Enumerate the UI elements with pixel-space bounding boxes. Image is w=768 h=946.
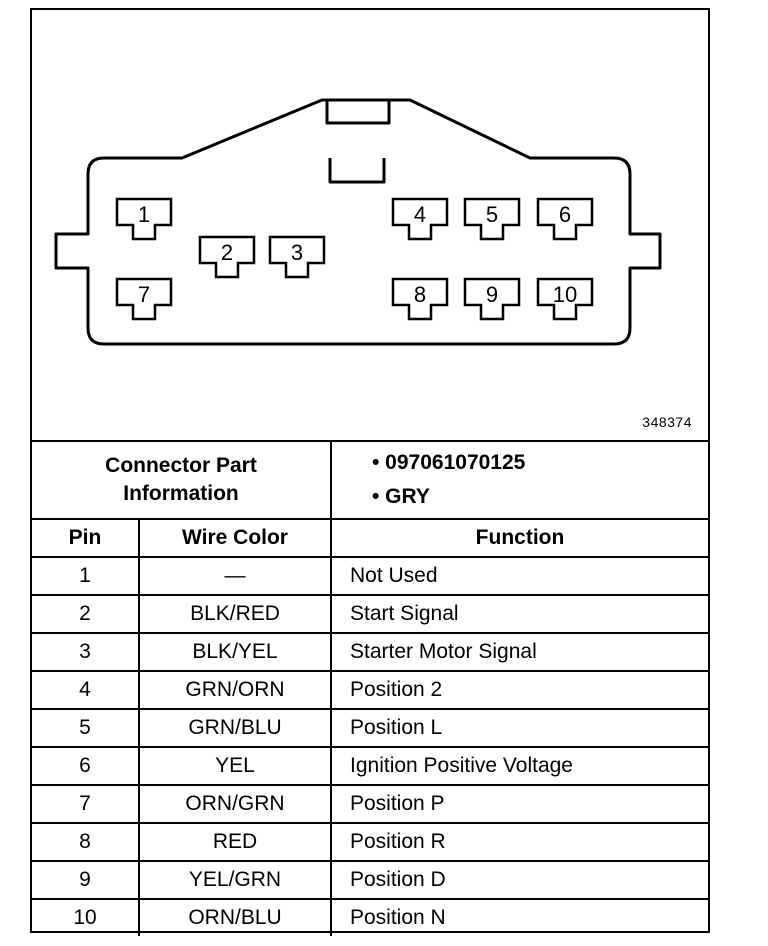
connector-color: • GRY xyxy=(372,485,430,508)
wire-color-cell: YEL xyxy=(138,746,332,786)
part-number: • 097061070125 xyxy=(372,451,526,474)
pin-cavity-4 xyxy=(391,197,449,241)
wire-color-cell: YEL/GRN xyxy=(138,860,332,900)
pin-cavity-6 xyxy=(536,197,594,241)
function-cell: Starter Motor Signal xyxy=(330,632,708,672)
figure-id: 348374 xyxy=(642,414,692,430)
pin-cell: 6 xyxy=(32,746,140,786)
function-cell: Position N xyxy=(330,898,708,936)
pin-cavity-2 xyxy=(198,235,256,279)
wire-color-cell: BLK/YEL xyxy=(138,632,332,672)
pin-cell: 8 xyxy=(32,822,140,862)
pin-cavity-1 xyxy=(115,197,173,241)
wire-color-cell: ORN/BLU xyxy=(138,898,332,936)
pin-cavity-3 xyxy=(268,235,326,279)
pin-cavity-8 xyxy=(391,277,449,321)
function-cell: Position L xyxy=(330,708,708,748)
pin-label-2: 2 xyxy=(221,240,233,265)
function-cell: Position 2 xyxy=(330,670,708,710)
pin-cavity-9 xyxy=(463,277,521,321)
function-cell: Start Signal xyxy=(330,594,708,634)
wire-color-cell: ORN/GRN xyxy=(138,784,332,824)
pin-cell: 10 xyxy=(32,898,140,936)
pin-label-5: 5 xyxy=(486,202,498,227)
pin-cell: 5 xyxy=(32,708,140,748)
pin-label-3: 3 xyxy=(291,240,303,265)
header-function: Function xyxy=(330,518,708,557)
pinout-table: Connector Part Information • 09706107012… xyxy=(32,440,708,936)
pin-label-7: 7 xyxy=(138,282,150,307)
function-cell: Position D xyxy=(330,860,708,900)
header-pin: Pin xyxy=(32,518,140,557)
function-cell: Position P xyxy=(330,784,708,824)
connector-recess xyxy=(328,158,386,184)
pin-cell: 1 xyxy=(32,556,140,596)
pin-label-4: 4 xyxy=(414,202,426,227)
pin-cavity-5 xyxy=(463,197,521,241)
header-wire-color: Wire Color xyxy=(138,518,332,557)
wire-color-cell: RED xyxy=(138,822,332,862)
pin-cell: 9 xyxy=(32,860,140,900)
connector-key xyxy=(325,100,391,125)
function-cell: Position R xyxy=(330,822,708,862)
wire-color-cell: GRN/BLU xyxy=(138,708,332,748)
table-row: 1—Not Used xyxy=(32,556,708,596)
pin-label-10: 10 xyxy=(553,282,577,307)
connector-info-label: Connector Part Information xyxy=(32,440,332,520)
function-cell: Ignition Positive Voltage xyxy=(330,746,708,786)
pin-label-1: 1 xyxy=(138,202,150,227)
function-cell: Not Used xyxy=(330,556,708,596)
wire-color-cell: — xyxy=(138,556,332,596)
wire-color-cell: GRN/ORN xyxy=(138,670,332,710)
pin-label-8: 8 xyxy=(414,282,426,307)
connector-info-row: Connector Part Information • 09706107012… xyxy=(32,440,708,520)
pin-label-6: 6 xyxy=(559,202,571,227)
pin-cell: 4 xyxy=(32,670,140,710)
connector-diagram: 1 2 3 4 5 6 7 8 9 10 xyxy=(54,98,662,346)
pin-cell: 3 xyxy=(32,632,140,672)
table-header-row: Pin Wire Color Function xyxy=(32,518,708,557)
wire-color-cell: BLK/RED xyxy=(138,594,332,634)
pin-cell: 7 xyxy=(32,784,140,824)
connector-info-values: • 097061070125 • GRY xyxy=(330,440,708,520)
pin-cavity-7 xyxy=(115,277,173,321)
pin-label-9: 9 xyxy=(486,282,498,307)
pin-cavity-10 xyxy=(536,277,594,321)
pin-cell: 2 xyxy=(32,594,140,634)
